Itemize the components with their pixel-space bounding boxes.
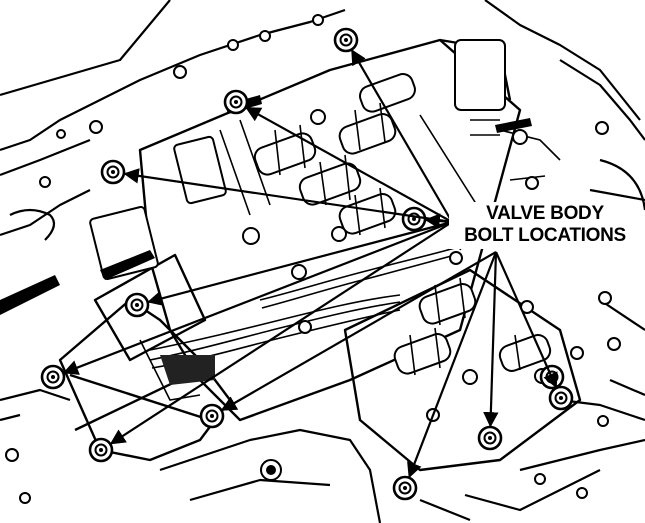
valve-body-bolt xyxy=(401,206,427,232)
leader-line xyxy=(109,221,453,445)
callout-label: VALVE BODY BOLT LOCATIONS xyxy=(449,202,641,249)
leader-line xyxy=(123,168,453,224)
valve-body-bolt xyxy=(333,27,359,53)
minor-fittings xyxy=(242,109,584,481)
leader-line xyxy=(62,220,453,375)
leader-line xyxy=(147,220,453,306)
valve-body-bolt xyxy=(477,425,503,451)
leader-line xyxy=(245,106,453,223)
callout-line-2: BOLT LOCATIONS xyxy=(464,225,626,246)
case-gasket-holes xyxy=(5,14,633,504)
valve-body-bolt xyxy=(124,292,150,318)
valve-body-bolt xyxy=(548,385,574,411)
valve-body-bolt xyxy=(40,364,66,390)
leader-line xyxy=(407,251,498,479)
valve-body-bolt xyxy=(392,475,418,501)
leader-line xyxy=(494,251,558,389)
valve-body-bolt xyxy=(223,89,249,115)
valve-body-bolt xyxy=(88,437,114,463)
leader-line xyxy=(483,251,499,428)
leader-line xyxy=(221,251,497,411)
wiring-harness xyxy=(139,247,456,401)
leader-line xyxy=(351,49,453,223)
valve-body-bolt xyxy=(199,403,225,429)
callout-leader-lines xyxy=(62,49,558,479)
valve-body-bolt xyxy=(100,159,126,185)
callout-line-1: VALVE BODY xyxy=(486,203,604,224)
leader-line xyxy=(424,213,453,229)
